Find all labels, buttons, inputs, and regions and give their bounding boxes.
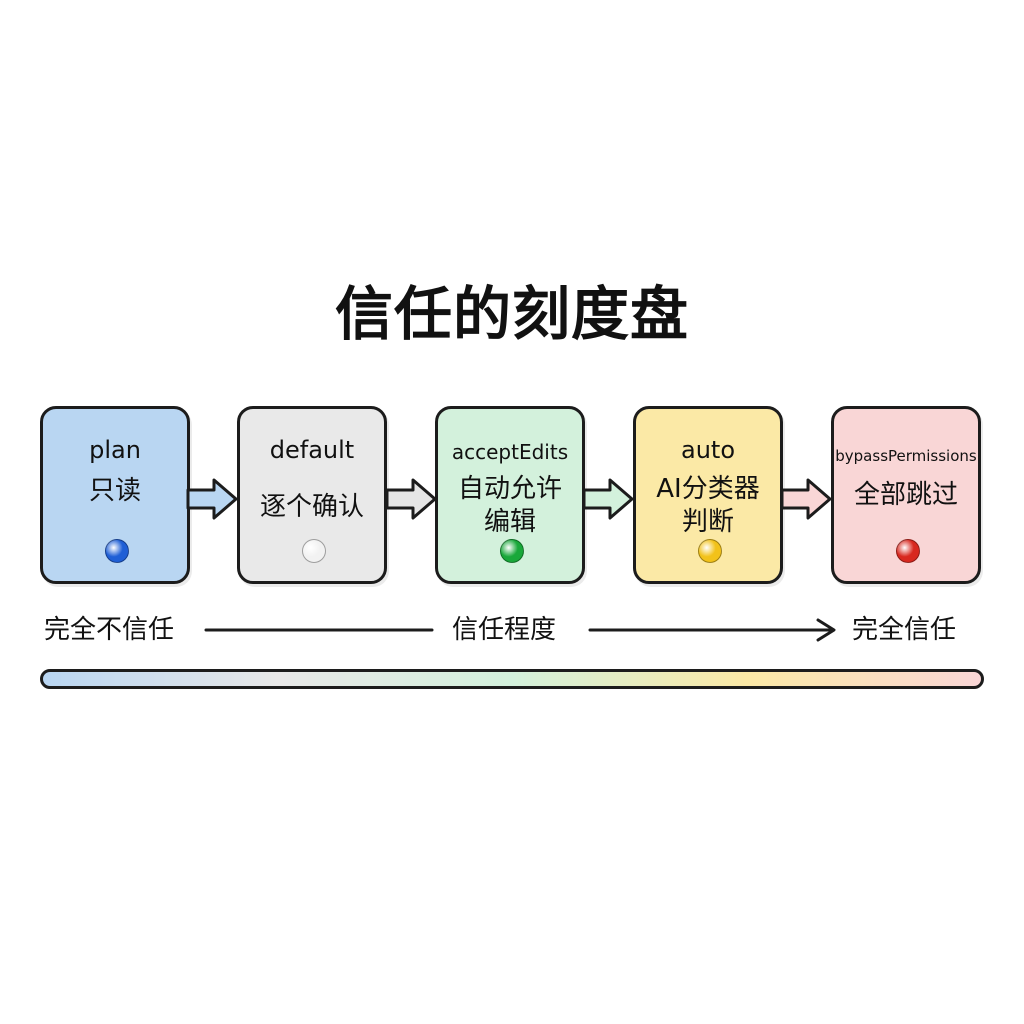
axis-label-center: 信任程度 — [452, 615, 557, 645]
mode-name: default — [269, 436, 355, 464]
axis-label-right: 完全信任 — [852, 615, 957, 645]
status-dot — [500, 539, 524, 563]
mode-card-acceptedits: acceptEdits 自动允许 编辑 — [435, 406, 585, 584]
mode-card-bypasspermissions: bypassPermissions 全部跳过 — [831, 406, 981, 584]
mode-description: 自动允许 编辑 — [457, 474, 562, 537]
diagram-title: 信任的刻度盘 — [334, 280, 689, 348]
axis-arrowhead-icon — [816, 618, 836, 642]
mode-name: plan — [89, 436, 141, 464]
mode-description: AI分类器 判断 — [656, 474, 760, 537]
axis-label-left: 完全不信任 — [44, 615, 175, 645]
status-dot — [302, 539, 326, 563]
mode-name: bypassPermissions — [835, 447, 977, 465]
status-dot — [698, 539, 722, 563]
right-arrow-icon — [582, 478, 634, 520]
status-dot — [896, 539, 920, 563]
mode-description: 只读 — [88, 476, 141, 506]
mode-description: 逐个确认 — [259, 492, 364, 522]
mode-description: 全部跳过 — [853, 480, 958, 510]
mode-name: acceptEdits — [451, 440, 569, 464]
right-arrow-icon — [780, 478, 832, 520]
right-arrow-icon — [186, 478, 238, 520]
mode-name: auto — [680, 436, 735, 464]
right-arrow-icon — [385, 478, 437, 520]
mode-card-default: default 逐个确认 — [237, 406, 387, 584]
trust-gradient-bar — [40, 669, 984, 689]
mode-card-plan: plan 只读 — [40, 406, 190, 584]
status-dot — [105, 539, 129, 563]
trust-axis — [204, 618, 836, 642]
mode-card-auto: auto AI分类器 判断 — [633, 406, 783, 584]
